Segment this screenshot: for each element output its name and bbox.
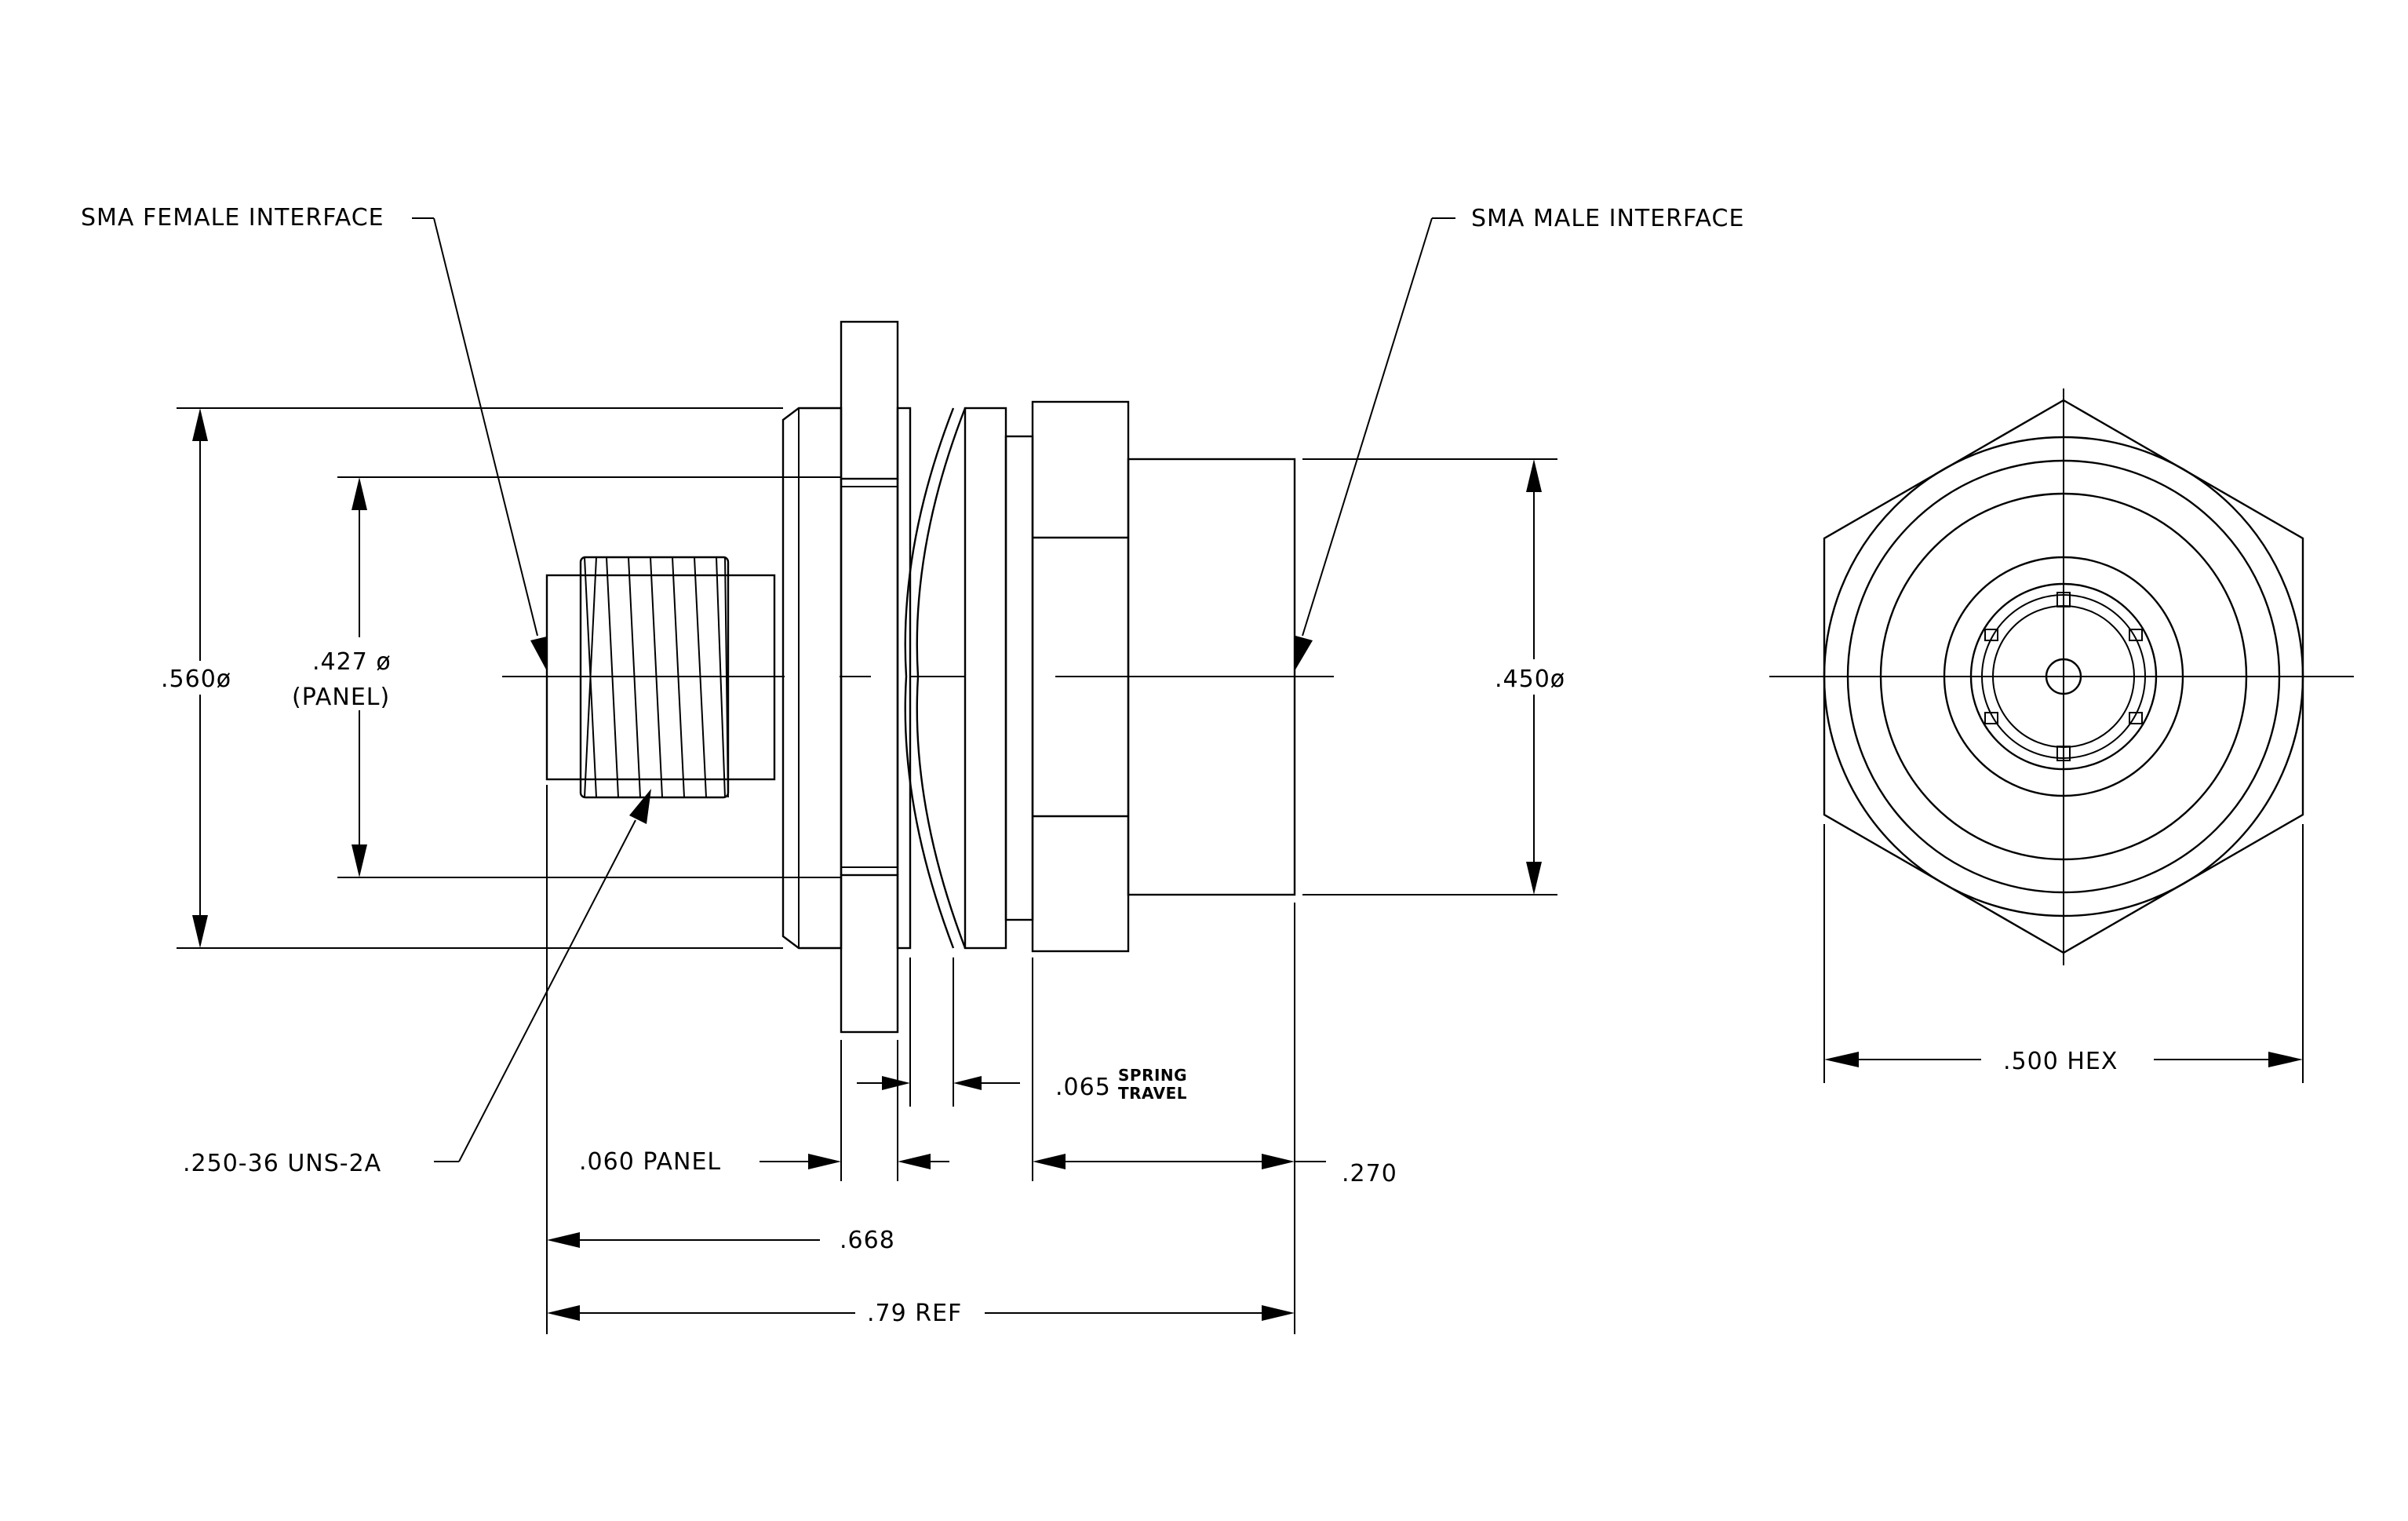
callout-male: SMA MALE INTERFACE [1295, 205, 1744, 671]
dim-450: .450ø [1302, 458, 1565, 895]
small-spacer [1004, 435, 1034, 921]
callout-thread: .250-36 UNS-2A [183, 789, 651, 1177]
female-threaded-body [545, 556, 776, 799]
spring-washer [904, 407, 967, 949]
lock-washer [964, 407, 1007, 950]
dim-065-label: .065 [1055, 1074, 1111, 1101]
front-flange [781, 407, 843, 950]
end-center-lines [1769, 388, 2354, 965]
body-circle-3 [1943, 556, 2184, 797]
dim-560-label: .560ø [161, 666, 231, 693]
dim-450-label: .450ø [1495, 666, 1565, 693]
dim-500-hex-label: .500 HEX [2003, 1048, 2118, 1075]
dim-79-ref: .79 REF [547, 1300, 1295, 1327]
contact-fingers [1981, 592, 2146, 761]
dim-270: .270 [1033, 1154, 1397, 1187]
callout-female: SMA FEMALE INTERFACE [81, 204, 547, 671]
dim-560: .560ø [161, 407, 783, 949]
outer-circle [1823, 436, 2304, 917]
dim-427-panel-label: (PANEL) [292, 684, 390, 711]
dim-427-label: .427 ø [312, 648, 392, 676]
body-circle-2 [1879, 492, 2248, 861]
dim-065-travel-label: TRAVEL [1118, 1084, 1187, 1103]
side-dimensions: .560ø .427 ø (PANEL) .450ø [161, 407, 1565, 1334]
male-body [1127, 458, 1296, 896]
callout-female-label: SMA FEMALE INTERFACE [81, 204, 384, 232]
center-pin [2045, 658, 2082, 695]
callout-male-label: SMA MALE INTERFACE [1471, 205, 1744, 232]
dim-427: .427 ø (PANEL) [292, 476, 841, 878]
callouts: SMA FEMALE INTERFACE SMA MALE INTERFACE … [81, 204, 1744, 1177]
spacer [896, 407, 912, 950]
dim-065: .065 SPRING TRAVEL [857, 1066, 1187, 1103]
dim-500-hex: .500 HEX [1823, 824, 2304, 1083]
dim-060: .060 PANEL [579, 1148, 949, 1176]
body-circle-4 [1969, 582, 2158, 771]
dim-060-label: .060 PANEL [579, 1148, 721, 1176]
dim-668-label: .668 [840, 1227, 895, 1254]
body-circle-1 [1846, 459, 2281, 894]
dim-79-label: .79 REF [867, 1300, 962, 1327]
dim-065-spring-label: SPRING [1118, 1066, 1187, 1085]
end-view [1769, 388, 2354, 965]
side-view [502, 320, 1334, 1034]
dim-668: .668 [547, 1227, 895, 1254]
thread-lines [584, 556, 729, 798]
extension-lines [546, 785, 1295, 1334]
hex-outline [1823, 399, 2304, 954]
callout-thread-label: .250-36 UNS-2A [183, 1150, 381, 1177]
dim-270-label: .270 [1342, 1160, 1397, 1187]
